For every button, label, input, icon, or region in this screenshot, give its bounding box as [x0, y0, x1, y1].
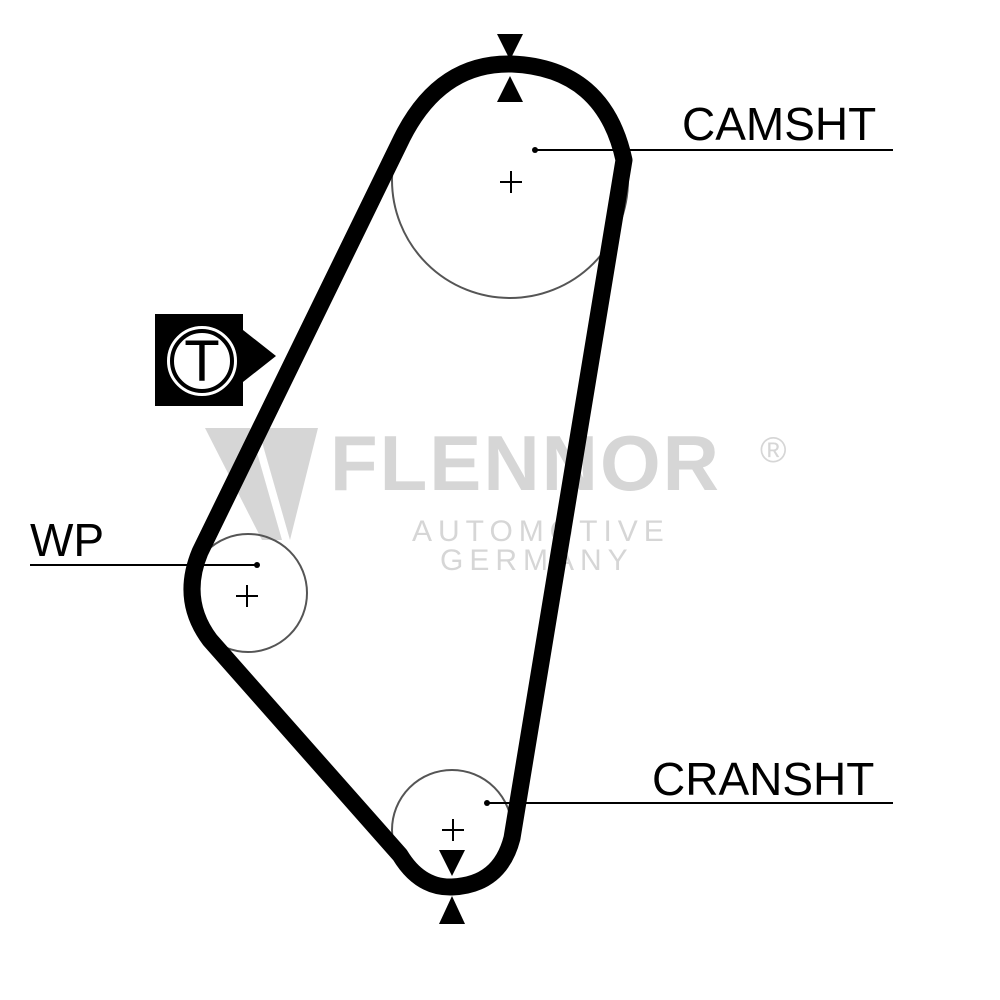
watermark-logo-icon — [258, 428, 318, 540]
tensioner-symbol: T — [184, 329, 219, 394]
watermark: FLENNOR ® AUTOMOTIVE GERMANY — [205, 419, 787, 577]
camshaft-center-mark — [500, 171, 522, 193]
crankshaft-center-mark — [442, 819, 464, 841]
crankshaft-timing-marks — [439, 850, 465, 924]
water-pump-center-mark — [236, 585, 258, 607]
tensioner-badge-icon: T — [155, 314, 276, 406]
camshaft-timing-marks — [497, 34, 523, 102]
camshaft-leader — [532, 147, 893, 153]
watermark-brand: FLENNOR — [330, 419, 721, 507]
water-pump-label: WP — [30, 514, 104, 566]
camshaft-label: CAMSHT — [682, 98, 876, 150]
watermark-logo-icon — [205, 428, 282, 540]
watermark-line1: AUTOMOTIVE — [412, 515, 670, 548]
crankshaft-leader — [484, 800, 893, 806]
water-pump-leader — [30, 562, 260, 568]
triangle-marker-icon — [439, 850, 465, 876]
crankshaft-label: CRANSHT — [652, 753, 874, 805]
triangle-marker-icon — [497, 34, 523, 60]
triangle-marker-icon — [497, 76, 523, 102]
watermark-line2: GERMANY — [440, 544, 634, 577]
triangle-marker-icon — [439, 896, 465, 924]
watermark-registered: ® — [760, 429, 787, 470]
timing-belt — [183, 55, 633, 896]
